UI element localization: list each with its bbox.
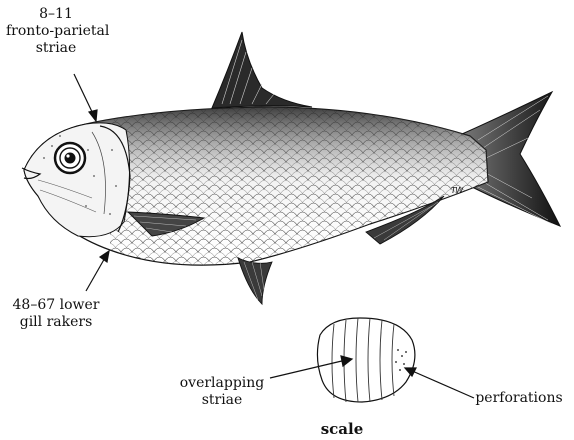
overlapping-striae-label: overlapping striae [170,375,274,409]
gill-rakers-label: 48–67 lower gill rakers [4,297,108,331]
perforations-leader [410,370,474,398]
fronto-parietal-striae-label: 8–11 fronto-parietal striae [6,6,106,57]
overlapping-term: overlapping [170,375,274,392]
perforations-label: perforations [468,390,570,407]
scale-drawing [317,318,414,402]
gill-rakers-count: 48–67 lower [4,297,108,314]
pelvic-fin [238,258,272,304]
fronto-parietal-striae: striae [6,40,106,57]
artist-mark: TW [451,186,463,195]
striae-term: striae [170,392,274,409]
scale-caption: scale [317,421,367,438]
dorsal-fin [212,32,312,108]
fish-head [24,123,130,237]
fronto-parietal-leader [74,74,94,116]
fronto-parietal-term: fronto-parietal [6,23,106,40]
gill-rakers-term: gill rakers [4,314,108,331]
fronto-parietal-count: 8–11 [6,6,106,23]
gill-rakers-leader [86,256,106,291]
